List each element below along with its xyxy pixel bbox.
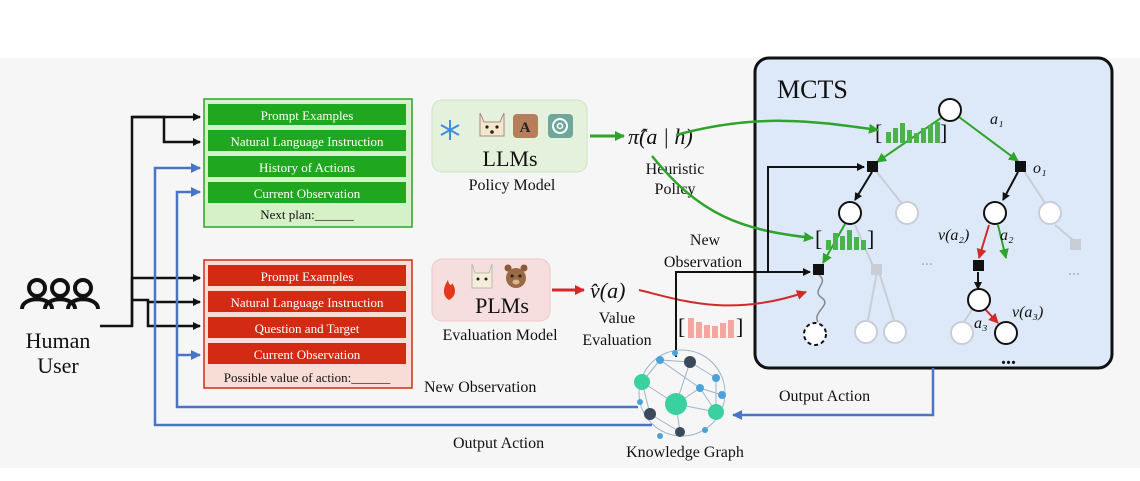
human-user-label-line1: Human bbox=[26, 328, 91, 353]
llm-caption: Policy Model bbox=[469, 177, 556, 194]
svg-text:A: A bbox=[520, 120, 531, 136]
svg-text:[: [ bbox=[875, 120, 882, 145]
policy-prompt-footer: Next plan:______ bbox=[260, 207, 354, 222]
heuristic-policy-symbol: π̂(a | h) bbox=[628, 124, 693, 149]
eval-prompt-footer: Possible value of action:______ bbox=[224, 370, 391, 385]
policy-item-bar bbox=[208, 182, 406, 203]
mcts-decision-node bbox=[867, 161, 878, 172]
observation-connectors bbox=[675, 163, 865, 357]
heuristic-policy-label-line1: Heuristic bbox=[646, 161, 705, 178]
mcts-label-o1: o₁ bbox=[1033, 160, 1047, 177]
mcts-node bbox=[838, 201, 862, 225]
mcts-faded-ellipsis: ... bbox=[921, 252, 933, 269]
value-to-mcts-arrow bbox=[638, 289, 807, 307]
policy-item-bar bbox=[208, 130, 406, 151]
eval-item-bar bbox=[208, 265, 406, 286]
eval-item-bar bbox=[208, 317, 406, 338]
policy-item-bar bbox=[208, 104, 406, 125]
mcts-label-a3: a₃ bbox=[974, 315, 988, 332]
mcts-decision-node bbox=[813, 264, 824, 275]
svg-text:]: ] bbox=[736, 314, 743, 339]
eval-item-bar bbox=[208, 291, 406, 312]
value-bars: [ ] bbox=[678, 314, 743, 339]
eval-item-bar bbox=[208, 343, 406, 364]
users-icon bbox=[20, 278, 100, 310]
policy-bars-mid: [ ] bbox=[815, 226, 874, 251]
policy-item-bar bbox=[208, 156, 406, 177]
mcts-node-faded bbox=[883, 320, 907, 344]
mcts-node-faded bbox=[854, 320, 878, 344]
mcts-root-node bbox=[938, 98, 962, 122]
mcts-label-a2: a₂ bbox=[1000, 227, 1014, 244]
knowledge-graph-icon bbox=[634, 349, 726, 439]
plm-title: PLMs bbox=[475, 293, 529, 318]
mcts-node-faded bbox=[1038, 201, 1062, 225]
policy-item-history: History of Actions bbox=[259, 160, 355, 175]
policy-to-mcts-top-arrow bbox=[675, 119, 879, 137]
feedback-arrows bbox=[153, 163, 935, 427]
new-observation-top-line2: Observation bbox=[664, 254, 742, 271]
policy-prompt-items: Prompt Examples Natural Language Instruc… bbox=[208, 104, 406, 203]
mcts-decision-node-faded bbox=[1070, 239, 1081, 250]
mcts-node-faded bbox=[950, 321, 974, 345]
mcts-nodes: ... ... bbox=[803, 98, 1081, 346]
mcts-label-a1: a₁ bbox=[990, 111, 1004, 128]
mcts-node bbox=[994, 321, 1018, 345]
output-action-left: Output Action bbox=[453, 435, 544, 452]
policy-to-mcts-mid-arrow bbox=[651, 155, 814, 242]
openai-icon bbox=[548, 114, 573, 138]
mcts-ellipsis: ... bbox=[1001, 347, 1016, 369]
mcts-label-v-a2: v(a₂) bbox=[938, 227, 969, 244]
snowflake-icon bbox=[440, 120, 460, 140]
eval-prompt-items: Prompt Examples Natural Language Instruc… bbox=[208, 265, 406, 364]
policy-item-nl-instruction: Natural Language Instruction bbox=[230, 134, 384, 149]
svg-text:]: ] bbox=[867, 226, 874, 251]
value-label-line1: Value bbox=[599, 310, 635, 327]
mcts-node bbox=[967, 288, 991, 312]
mcts-title: MCTS bbox=[777, 75, 848, 104]
fire-icon bbox=[443, 280, 456, 300]
dog-icon bbox=[479, 112, 505, 137]
plm-caption: Evaluation Model bbox=[442, 327, 558, 344]
mcts-faded-ellipsis: ... bbox=[1068, 262, 1080, 279]
mcts-rollout-node bbox=[803, 322, 827, 346]
eval-item-question-target: Question and Target bbox=[255, 321, 360, 336]
policy-item-prompt-examples: Prompt Examples bbox=[261, 108, 354, 123]
bear-icon bbox=[504, 264, 528, 288]
policy-item-current-observation: Current Observation bbox=[254, 186, 361, 201]
human-user-label-line2: User bbox=[37, 353, 79, 378]
value-label-line2: Evaluation bbox=[582, 332, 651, 349]
anthropic-icon: A bbox=[513, 114, 538, 138]
eval-item-current-observation: Current Observation bbox=[254, 347, 361, 362]
llm-title: LLMs bbox=[483, 146, 538, 171]
heuristic-policy-label-line2: Policy bbox=[655, 181, 696, 198]
mcts-label-v-a3: v(a₃) bbox=[1012, 304, 1043, 321]
svg-text:[: [ bbox=[678, 314, 685, 339]
mcts-decision-node-faded bbox=[871, 264, 882, 275]
svg-text:[: [ bbox=[815, 226, 822, 251]
new-observation-top-line1: New bbox=[690, 232, 721, 249]
svg-text:]: ] bbox=[940, 120, 947, 145]
new-observation-bottom: New Observation bbox=[424, 379, 536, 396]
eval-item-nl-instruction: Natural Language Instruction bbox=[230, 295, 384, 310]
eval-item-prompt-examples: Prompt Examples bbox=[261, 269, 354, 284]
value-symbol: v̂(a) bbox=[590, 278, 625, 303]
mcts-decision-node bbox=[973, 260, 984, 271]
output-action-right: Output Action bbox=[779, 388, 870, 405]
mcts-node-faded bbox=[895, 201, 919, 225]
knowledge-graph-label: Knowledge Graph bbox=[626, 444, 744, 461]
alpaca-icon bbox=[471, 263, 493, 289]
mcts-node bbox=[983, 201, 1007, 225]
mcts-decision-node bbox=[1015, 161, 1026, 172]
